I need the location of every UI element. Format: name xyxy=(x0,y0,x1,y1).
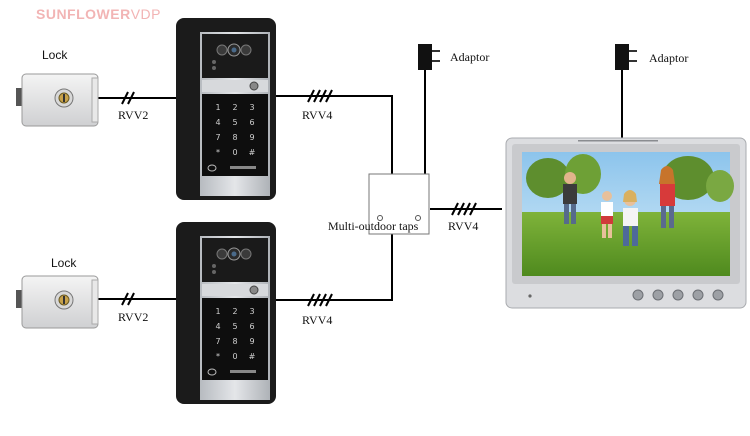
monitor-buttons xyxy=(632,289,724,301)
cable-label-rvv4-top: RVV4 xyxy=(302,108,333,122)
lock-1 xyxy=(16,73,99,127)
svg-text:5: 5 xyxy=(232,118,237,127)
svg-text:8: 8 xyxy=(232,133,237,142)
lock-1-label: Lock xyxy=(42,48,68,62)
svg-text:4: 4 xyxy=(215,118,220,127)
monitor-photo-people xyxy=(563,166,675,246)
hash-rvv4-bottom xyxy=(307,293,333,307)
door-panel-2: 1 2 3 4 5 6 7 8 9 * 0 # xyxy=(176,222,276,404)
adaptor-2 xyxy=(615,44,637,70)
wire-panel1-taps xyxy=(276,95,393,176)
svg-text:1: 1 xyxy=(215,307,220,316)
svg-text:1: 1 xyxy=(215,103,220,112)
svg-text:0: 0 xyxy=(232,352,237,361)
door-panel-1: 1 2 3 4 5 6 7 8 9 * 0 # xyxy=(176,18,276,200)
svg-text:9: 9 xyxy=(249,337,254,346)
svg-text:2: 2 xyxy=(232,103,237,112)
svg-text:6: 6 xyxy=(249,118,254,127)
svg-text:2: 2 xyxy=(232,307,237,316)
hash-rvv2-bottom xyxy=(121,292,135,306)
brand-watermark: SUNFLOWERVDP xyxy=(36,6,161,22)
taps-label: Multi-outdoor taps xyxy=(328,219,419,233)
cable-label-rvv4-bottom: RVV4 xyxy=(302,313,333,327)
cable-label-rvv4-monitor: RVV4 xyxy=(448,219,479,233)
cable-label-rvv2-top: RVV2 xyxy=(118,108,149,122)
svg-text:3: 3 xyxy=(249,307,254,316)
svg-text:4: 4 xyxy=(215,322,220,331)
svg-text:*: * xyxy=(216,352,220,361)
adaptor-2-label: Adaptor xyxy=(649,51,689,65)
keypad-2: 1 2 3 4 5 6 7 8 9 * 0 # xyxy=(215,307,255,361)
svg-text:8: 8 xyxy=(232,337,237,346)
adaptor-1-label: Adaptor xyxy=(450,50,490,64)
svg-text:7: 7 xyxy=(215,133,220,142)
svg-text:7: 7 xyxy=(215,337,220,346)
lock-2-label: Lock xyxy=(51,256,77,270)
monitor-mic-dot xyxy=(528,294,532,298)
multi-outdoor-taps-box xyxy=(368,173,430,235)
cable-label-rvv2-bottom: RVV2 xyxy=(118,310,149,324)
svg-text:9: 9 xyxy=(249,133,254,142)
indoor-monitor xyxy=(505,137,747,309)
cable-marks xyxy=(121,89,477,307)
svg-text:*: * xyxy=(216,148,220,157)
wire-panel2-taps xyxy=(276,232,393,301)
hash-rvv4-top xyxy=(307,89,333,103)
monitor-vent xyxy=(578,140,658,142)
wires xyxy=(96,70,623,301)
adaptor-1 xyxy=(418,44,440,70)
hash-rvv4-monitor xyxy=(451,202,477,216)
hash-rvv2-top xyxy=(121,91,135,105)
svg-text:3: 3 xyxy=(249,103,254,112)
svg-text:#: # xyxy=(249,352,256,361)
svg-text:#: # xyxy=(249,148,256,157)
svg-text:6: 6 xyxy=(249,322,254,331)
brand-name: SUNFLOWER xyxy=(36,6,131,22)
brand-suffix: VDP xyxy=(130,6,162,22)
svg-text:5: 5 xyxy=(232,322,237,331)
lock-2 xyxy=(16,275,99,329)
svg-text:0: 0 xyxy=(232,148,237,157)
keypad-1: 1 2 3 4 5 6 7 8 9 * 0 # xyxy=(215,103,255,157)
